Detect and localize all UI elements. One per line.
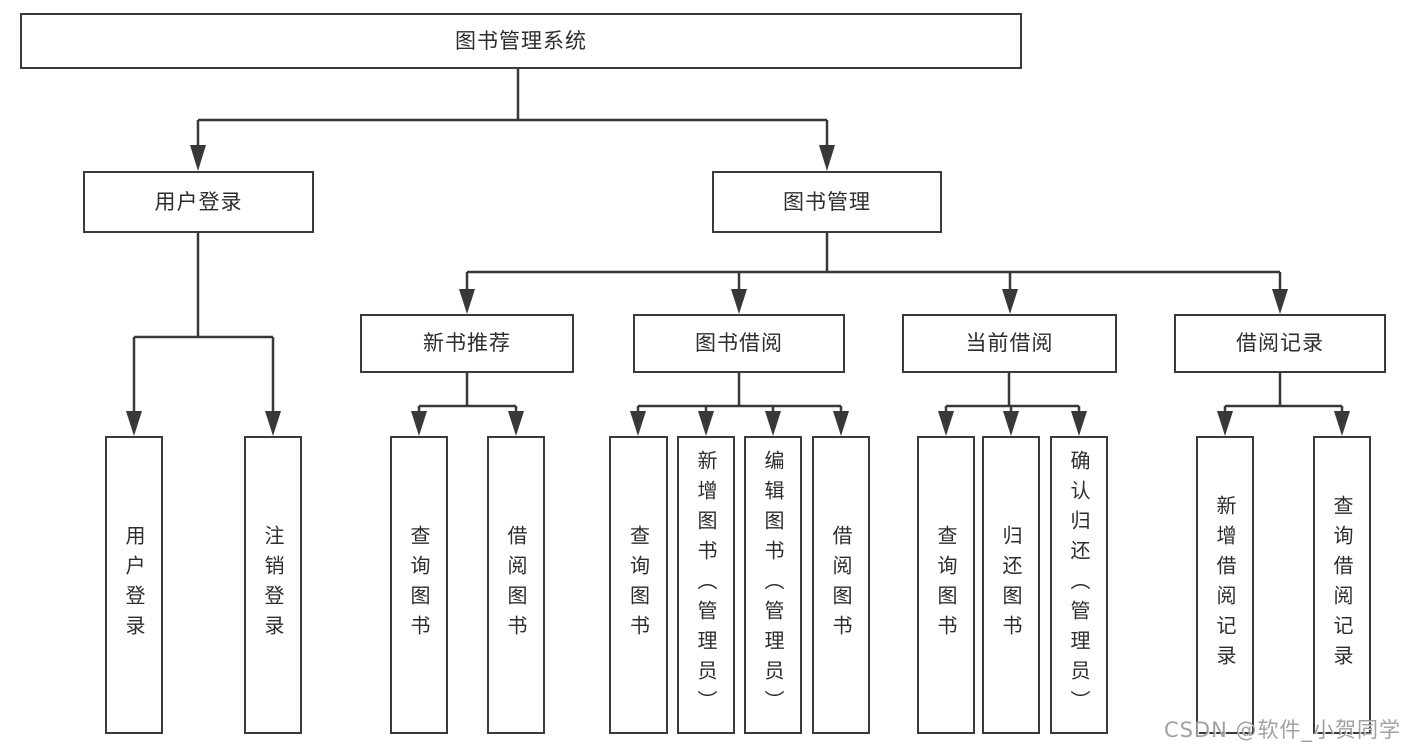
leaf-edit-books-admin: 编辑图书（管理员）: [744, 436, 802, 734]
leaf-borrow-books-recommend: 借阅图书: [487, 436, 545, 734]
node-book-borrowing: 图书借阅: [633, 314, 845, 373]
node-root: 图书管理系统: [20, 13, 1022, 69]
leaf-confirm-return-admin: 确认归还（管理员）: [1050, 436, 1108, 734]
watermark: CSDN @软件_小贺同学: [1163, 718, 1401, 742]
leaf-logout-login: 注销登录: [244, 436, 302, 734]
node-borrow-records: 借阅记录: [1174, 314, 1386, 373]
leaf-add-borrow-record: 新增借阅记录: [1196, 436, 1254, 734]
leaf-user-login: 用户登录: [105, 436, 163, 734]
node-user-login: 用户登录: [83, 171, 314, 233]
leaf-query-books-current: 查询图书: [917, 436, 975, 734]
leaf-query-books-borrowing: 查询图书: [609, 436, 668, 734]
leaf-query-books-recommend: 查询图书: [390, 436, 448, 734]
leaf-query-borrow-record: 查询借阅记录: [1313, 436, 1371, 734]
node-current-borrowing: 当前借阅: [902, 314, 1117, 373]
leaf-borrow-books-borrowing: 借阅图书: [812, 436, 870, 734]
leaf-add-books-admin: 新增图书（管理员）: [677, 436, 735, 734]
leaf-return-books: 归还图书: [982, 436, 1040, 734]
node-new-book-recommend: 新书推荐: [360, 314, 574, 373]
node-book-management: 图书管理: [712, 171, 942, 233]
